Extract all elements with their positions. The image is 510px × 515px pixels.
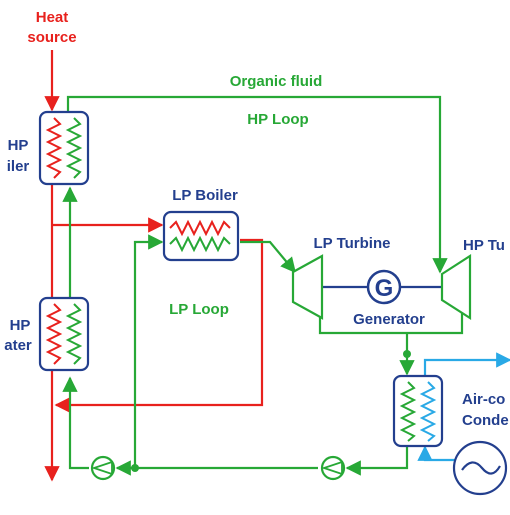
junction-dot-lp: [131, 464, 139, 472]
hp-loop-label: HP Loop: [247, 111, 308, 128]
hp-boiler: [38, 110, 90, 186]
cooling-air-outlet-line: [423, 352, 510, 375]
lp-boiler-hot-coil: [169, 219, 231, 237]
lp-boiler: [162, 210, 240, 262]
hp-boiler-label-line1: HP: [8, 137, 29, 154]
fan: [452, 440, 508, 496]
organic-fluid-lines: [62, 95, 464, 476]
condenser-air-coil: [419, 381, 437, 442]
hp-heater: [38, 296, 90, 372]
generator-symbol: G: [375, 275, 394, 302]
hp-turbine-label: HP Tu: [463, 237, 505, 254]
lp-loop-feed-line: [133, 234, 164, 468]
junction-dot-exhaust: [403, 350, 411, 358]
hp-heater-cold-coil: [65, 303, 83, 365]
hp-heater-hot-coil: [45, 303, 63, 365]
lp-boiler-to-lp-turbine-line: [240, 240, 296, 274]
lp-boiler-label: LP Boiler: [172, 187, 238, 204]
generator-label: Generator: [353, 311, 425, 328]
hp-heater-label-line2: ater: [4, 337, 32, 354]
lp-loop-label: LP Loop: [169, 301, 229, 318]
heat-source-label-line1: Heat: [36, 9, 69, 26]
cooling-air-inlet-line: [417, 445, 455, 462]
lp-turbine: [291, 254, 324, 320]
lp-boiler-heat-return: [54, 238, 264, 413]
heat-source-label-line2: source: [27, 29, 76, 46]
generator: G: [366, 269, 402, 305]
condenser-fluid-coil: [399, 381, 417, 442]
lp-turbine-label: LP Turbine: [314, 235, 391, 252]
condenser-outlet-line: [345, 447, 409, 476]
pump-left: [90, 455, 116, 481]
hp-boiler-hot-coil: [45, 117, 63, 179]
organic-fluid-label: Organic fluid: [230, 73, 323, 90]
hp-boiler-label-line2: iler: [7, 158, 30, 175]
hp-loop-top-line: [66, 95, 448, 274]
condenser-label-line1: Air-co: [462, 391, 505, 408]
pump1-outlet-line: [68, 465, 89, 470]
cooling-air-lines: [417, 352, 510, 462]
condenser: [392, 374, 444, 448]
hp-heater-label-line1: HP: [10, 317, 31, 334]
condenser-label-line2: Conde: [462, 412, 509, 429]
hp-turbine: [440, 253, 472, 321]
hp-boiler-cold-coil: [65, 117, 83, 179]
lp-boiler-cold-coil: [169, 235, 231, 253]
pump-right: [320, 455, 346, 481]
